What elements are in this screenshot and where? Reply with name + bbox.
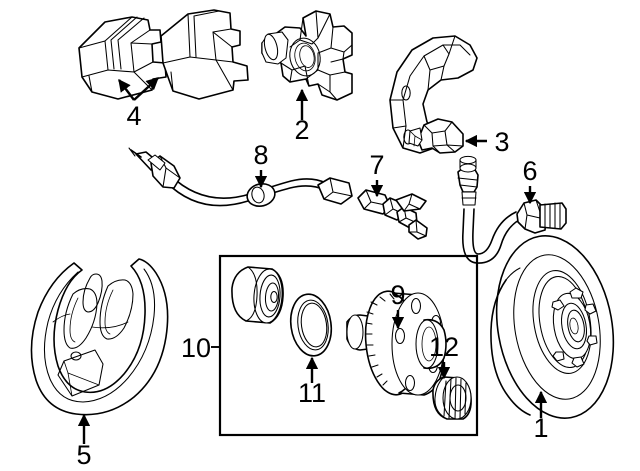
callout-label-4: 4: [126, 101, 141, 131]
part-caliper-mounting-bracket: [389, 35, 478, 154]
callout-label-9: 9: [390, 280, 405, 310]
callout-label-6: 6: [522, 156, 537, 186]
part-wheel-hub-with-abs-tone-ring: [346, 290, 447, 396]
part-wheel-bearing: [231, 266, 284, 324]
part-brake-caliper: [261, 10, 353, 101]
part-brake-dust-splash-shield: [30, 258, 169, 416]
part-brake-hose: [457, 155, 567, 264]
callout-label-5: 5: [76, 440, 91, 470]
callout-label-8: 8: [253, 140, 268, 170]
part-axle-hub-nut: [432, 376, 472, 420]
callout-label-7: 7: [369, 150, 384, 180]
callout-label-11: 11: [298, 378, 326, 408]
hub-and-bearing-group-box: [218, 254, 479, 437]
callout-label-2: 2: [294, 115, 309, 145]
callout-label-1: 1: [533, 413, 548, 443]
part-parking-brake-cable: [128, 147, 353, 207]
part-brake-pad-set: [78, 9, 249, 100]
part-brake-rotor: [490, 235, 615, 419]
callout-label-10: 10: [181, 333, 211, 363]
callout-numbers: 1 2 3 4 5 6 7 8 9 10 11 12: [76, 101, 548, 470]
callout-label-3: 3: [494, 127, 509, 157]
callout-leaders: [77, 77, 548, 444]
callout-label-12: 12: [429, 332, 459, 362]
part-abs-wheel-speed-sensor: [357, 189, 428, 240]
part-wheel-bearing-seal: [289, 293, 333, 357]
